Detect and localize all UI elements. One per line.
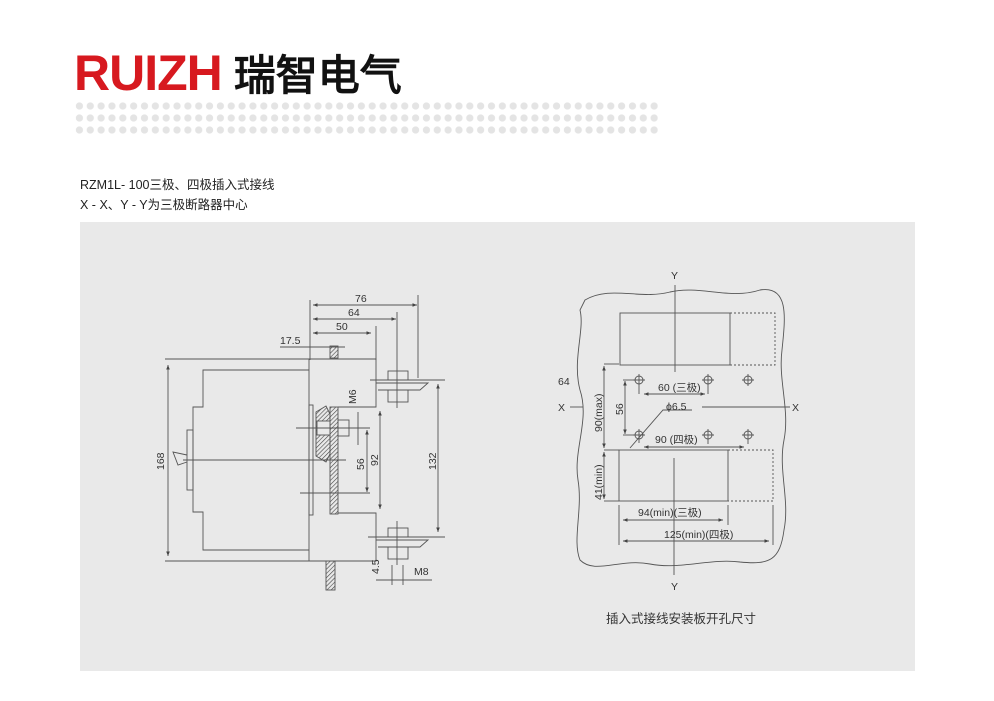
side-view: 76 64 50 17.5 168 M6 56 92 132 4.5 M8 xyxy=(155,293,445,591)
top-terminal xyxy=(370,365,445,408)
dim-56: 56 xyxy=(614,403,626,415)
dim-4-5: 4.5 xyxy=(370,559,382,574)
description-line-2: X - X、Y - Y为三极断路器中心 xyxy=(80,198,248,212)
dim-92: 92 xyxy=(369,454,381,466)
bottom-terminal xyxy=(368,521,445,565)
bottom-cutout xyxy=(618,449,729,502)
decorative-dots xyxy=(74,100,660,136)
dim-90-four-pole: 90 (四极) xyxy=(655,433,698,446)
label-m6: M6 xyxy=(347,389,359,404)
description: RZM1L- 100三极、四极插入式接线 X - X、Y - Y为三极断路器中心 xyxy=(80,175,274,215)
dim-50: 50 xyxy=(336,321,348,333)
dim-56: 56 xyxy=(355,458,367,470)
dim-168: 168 xyxy=(155,452,167,470)
logo-name-cn: 瑞智电气 xyxy=(233,51,402,100)
label-x-right: X xyxy=(792,402,799,414)
mounting-holes xyxy=(633,374,754,444)
logo: RUIZH 瑞智电气 xyxy=(74,42,402,103)
label-m8: M8 xyxy=(414,566,429,578)
logo-brand: RUIZH xyxy=(74,44,223,101)
mounting-plate xyxy=(329,406,339,515)
cutout-caption: 插入式接线安装板开孔尺寸 xyxy=(606,612,757,626)
dim-64: 64 xyxy=(558,376,570,388)
dim-94-min: 94(min)(三极) xyxy=(638,506,702,519)
drawing-panel xyxy=(80,222,915,671)
dim-64: 64 xyxy=(348,307,360,319)
dim-41-min: 41(min) xyxy=(593,464,605,500)
label-y-top: Y xyxy=(671,270,678,282)
dim-132: 132 xyxy=(427,452,439,470)
description-line-1: RZM1L- 100三极、四极插入式接线 xyxy=(80,178,275,192)
dim-76: 76 xyxy=(355,293,367,305)
dim-60-three-pole: 60 (三极) xyxy=(658,381,701,394)
dim-phi-6-5: ϕ6.5 xyxy=(666,401,687,413)
dim-125-min: 125(min)(四极) xyxy=(664,528,733,541)
cutout-view: Y Y X X 64 90(max) 56 60 (三极) ϕ6.5 90 (四… xyxy=(558,270,799,593)
panel-outline xyxy=(576,289,787,567)
label-y-bottom: Y xyxy=(671,581,678,593)
dim-90-max: 90(max) xyxy=(593,393,605,432)
label-x-left: X xyxy=(558,402,565,414)
dim-17-5: 17.5 xyxy=(280,335,301,347)
